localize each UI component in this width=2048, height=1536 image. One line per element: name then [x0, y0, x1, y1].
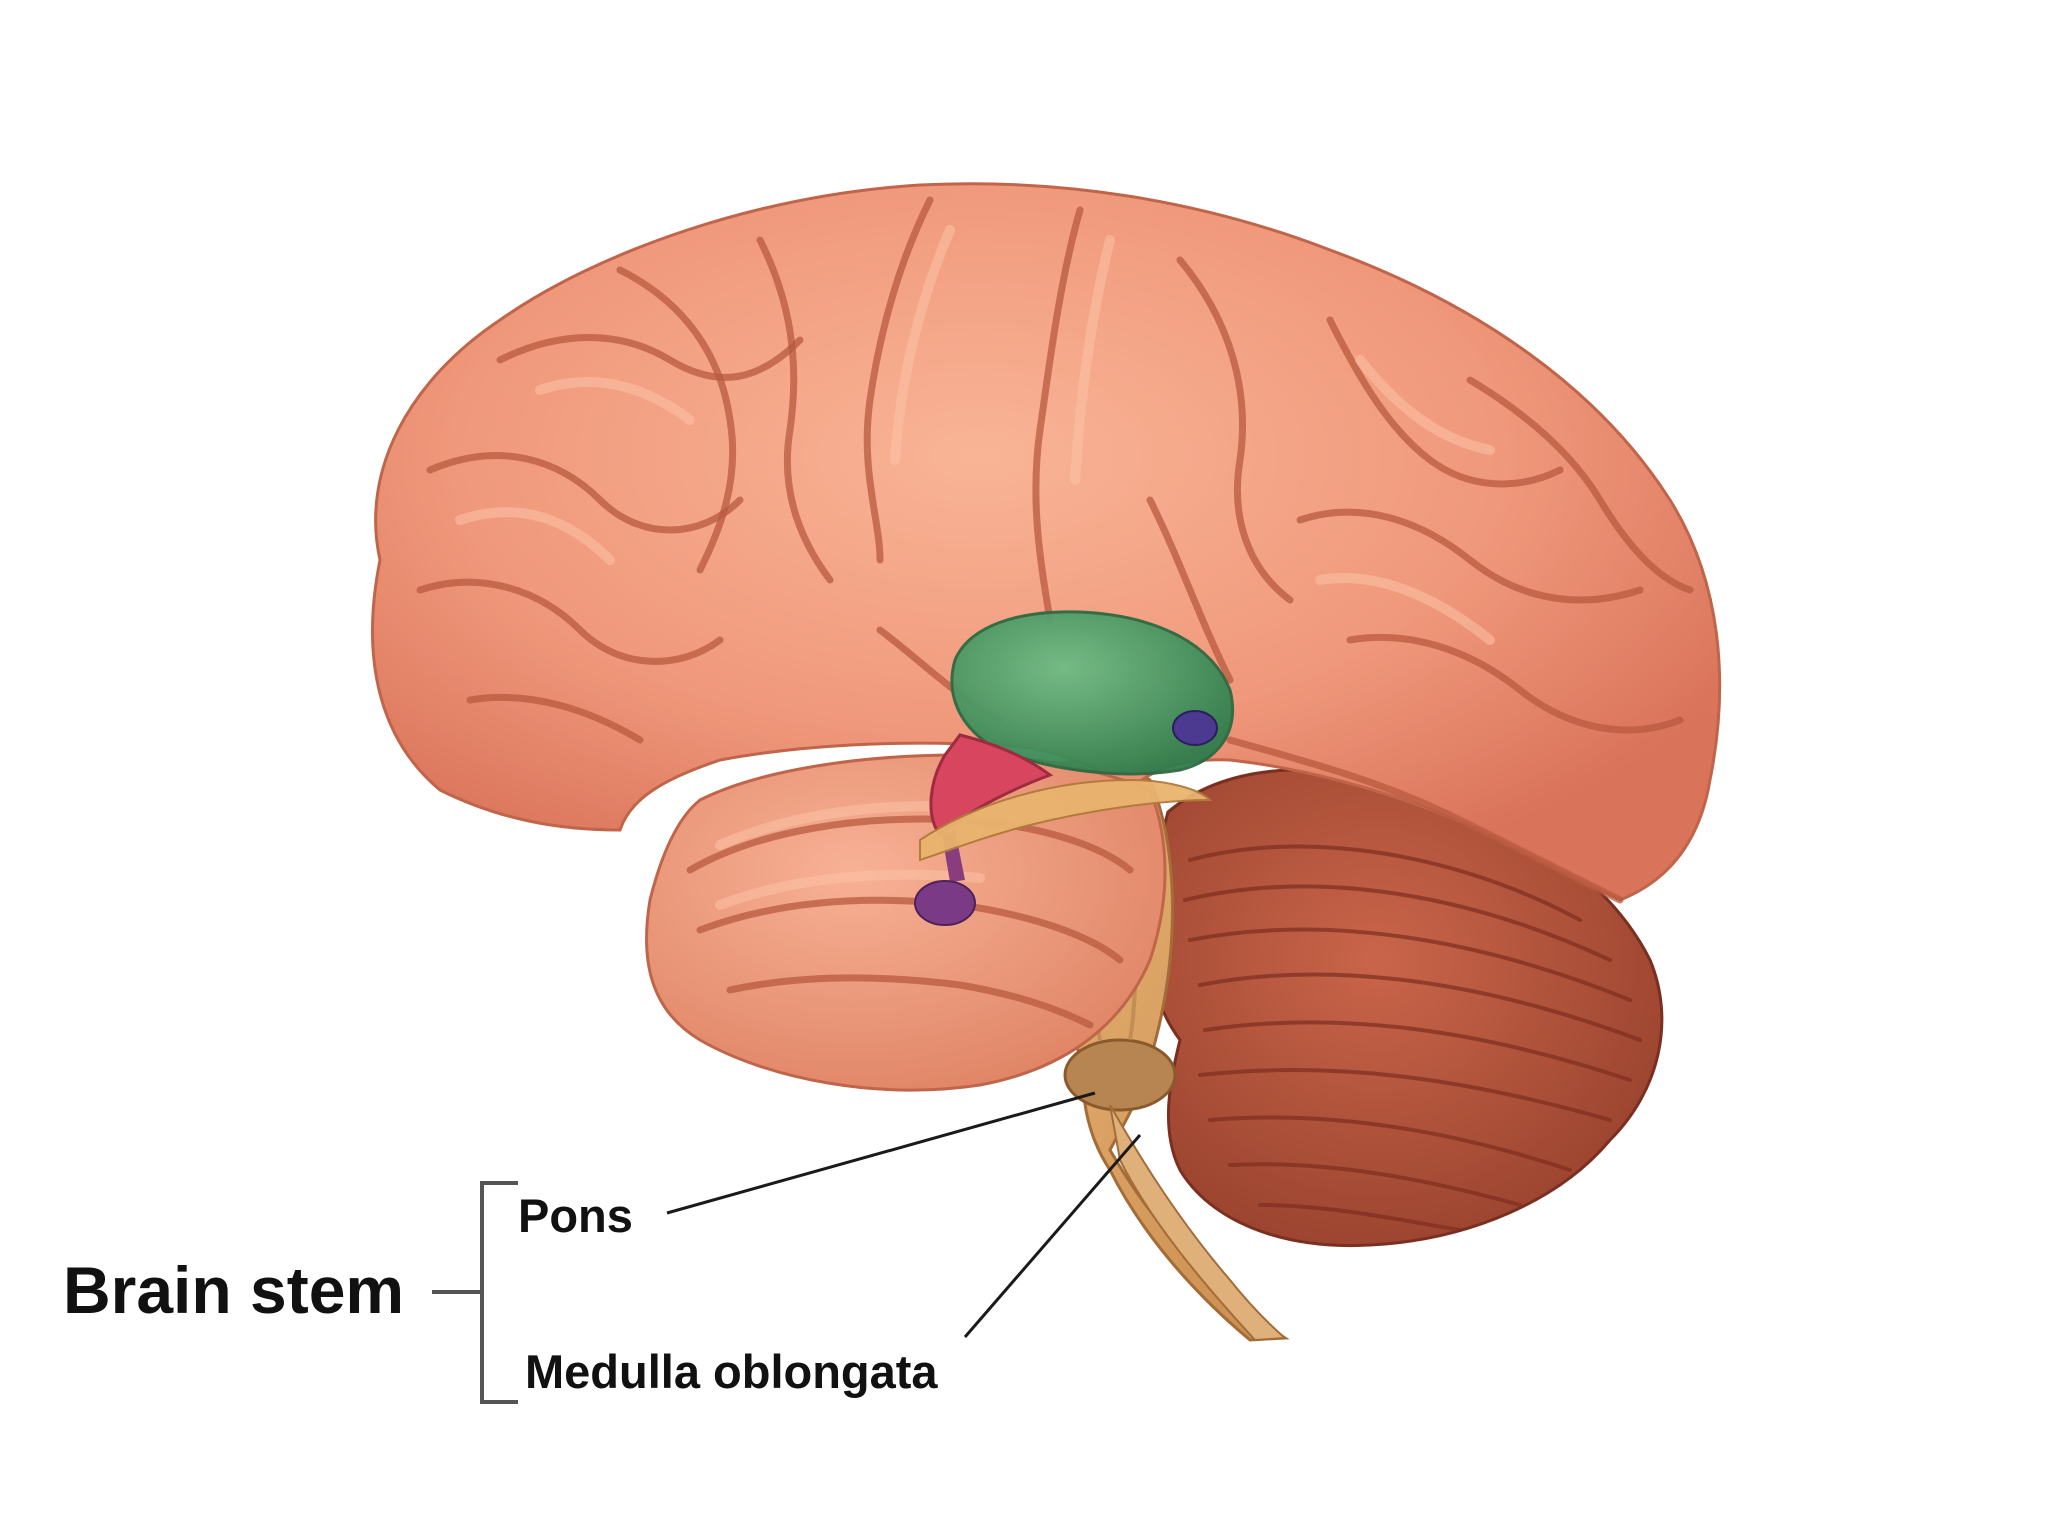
- deep-structures: [914, 610, 1235, 926]
- cortex-sulci: [416, 196, 1694, 904]
- medulla-oblongata: [1109, 1104, 1288, 1342]
- pons-leader-line: [666, 1091, 1096, 1215]
- medulla-oblongata-label: Medulla oblongata: [525, 1345, 938, 1398]
- pons: [1063, 1038, 1177, 1112]
- medulla-leader-line: [963, 1134, 1142, 1338]
- brain-stem-label: Brain stem: [63, 1253, 404, 1327]
- pineal-gland: [1172, 710, 1218, 746]
- hypothalamus: [929, 733, 1054, 838]
- pituitary-gland: [914, 880, 976, 926]
- leader-lines: [666, 1091, 1142, 1338]
- pons-label: Pons: [518, 1189, 633, 1242]
- cerebellum: [1144, 768, 1664, 1248]
- cerebellum-folia: [1183, 844, 1642, 1232]
- fornix: [919, 778, 1213, 862]
- brain-stem-bracket: [432, 1181, 518, 1404]
